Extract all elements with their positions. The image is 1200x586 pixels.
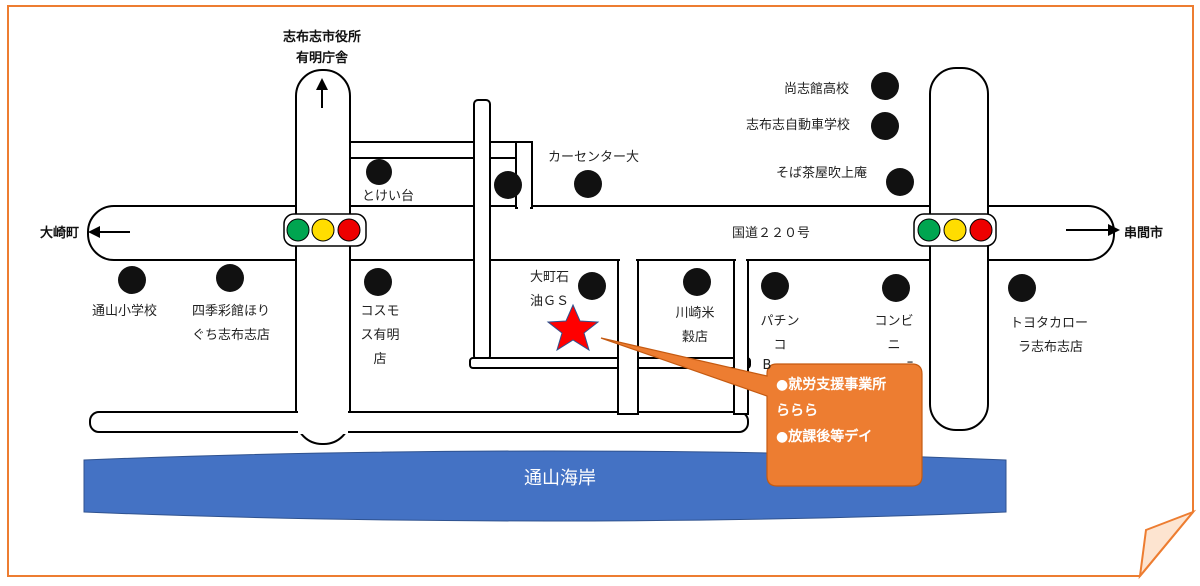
poi-shikisai bbox=[216, 264, 244, 292]
city-office-label-2: 有明庁舎 bbox=[295, 51, 348, 66]
poi-pachinko bbox=[761, 272, 789, 300]
traffic-signal-west bbox=[283, 213, 367, 247]
tooyama-school-label: 通山小学校 bbox=[92, 304, 158, 319]
cosmos-label-3: 店 bbox=[373, 352, 387, 367]
poi-car-center bbox=[574, 170, 602, 198]
poi-konbini bbox=[882, 274, 910, 302]
omachi-gs-label-1: 大町石 bbox=[530, 270, 570, 285]
town-east-label: 串間市 bbox=[1124, 226, 1164, 241]
shikisai-label-2: ぐち志布志店 bbox=[192, 328, 271, 343]
shikisai-label-1: 四季彩館ほり bbox=[192, 304, 271, 319]
soba-label: そば茶屋吹上庵 bbox=[776, 166, 868, 181]
lane-a bbox=[617, 259, 639, 415]
konbini-label-3: ｰ bbox=[906, 356, 914, 371]
coastal-road bbox=[89, 411, 749, 433]
konbini-label-1: コンビ bbox=[874, 314, 914, 329]
national-road-label: 国道２２０号 bbox=[732, 226, 811, 241]
location-star bbox=[546, 303, 600, 352]
poi-toyota bbox=[1008, 274, 1036, 302]
callout-line-1: ●就労支援事業所 bbox=[776, 377, 887, 393]
poi-tooyama-school bbox=[118, 266, 146, 294]
callout-bubble bbox=[600, 337, 923, 487]
poi-building-a bbox=[494, 171, 522, 199]
poi-soba bbox=[886, 168, 914, 196]
city-office-label-1: 志布志市役所 bbox=[282, 30, 361, 45]
traffic-signal-east bbox=[913, 213, 997, 247]
cosmos-label-1: コスモ bbox=[360, 304, 400, 319]
poi-omachi-gs bbox=[578, 272, 606, 300]
coast-label: 通山海岸 bbox=[524, 468, 596, 489]
kawasaki-label-2: 穀店 bbox=[681, 330, 708, 345]
pachinko-label-2: コ bbox=[773, 338, 787, 353]
tokei-dai-road-drop bbox=[515, 141, 533, 209]
poi-kawasaki bbox=[683, 268, 711, 296]
konbini-label-2: ニ bbox=[887, 338, 901, 353]
car-center-label: カーセンター大 bbox=[548, 150, 640, 165]
callout-text: ●就労支援事業所 ららら ●放課後等デイ bbox=[776, 372, 926, 450]
shoshikan-label: 尚志館高校 bbox=[784, 82, 850, 97]
callout-line-2: ららら bbox=[776, 403, 818, 419]
poi-shoshikan bbox=[871, 72, 899, 100]
poi-tokei-dai bbox=[366, 159, 392, 185]
tokei-dai-road bbox=[349, 141, 533, 159]
pachinko-label-1: パチン bbox=[760, 314, 800, 329]
driving-school-label: 志布志自動車学校 bbox=[746, 118, 851, 133]
folded-corner bbox=[1138, 509, 1197, 580]
lane-b bbox=[733, 259, 749, 415]
callout-line-3: ●放課後等デイ bbox=[776, 429, 873, 445]
pachinko-label-3: B bbox=[762, 358, 772, 373]
toyota-label-1: トヨタカロー bbox=[1010, 316, 1089, 331]
poi-driving-school bbox=[871, 112, 899, 140]
cosmos-label-2: ス有明 bbox=[360, 328, 400, 343]
omachi-gs-label-2: 油ＧＳ bbox=[530, 294, 570, 309]
town-west-label: 大崎町 bbox=[40, 226, 80, 241]
kawasaki-label-1: 川崎米 bbox=[675, 306, 715, 321]
tokei-dai-label: とけい台 bbox=[362, 189, 415, 204]
toyota-label-2: ラ志布志店 bbox=[1018, 340, 1084, 355]
poi-cosmos bbox=[364, 268, 392, 296]
